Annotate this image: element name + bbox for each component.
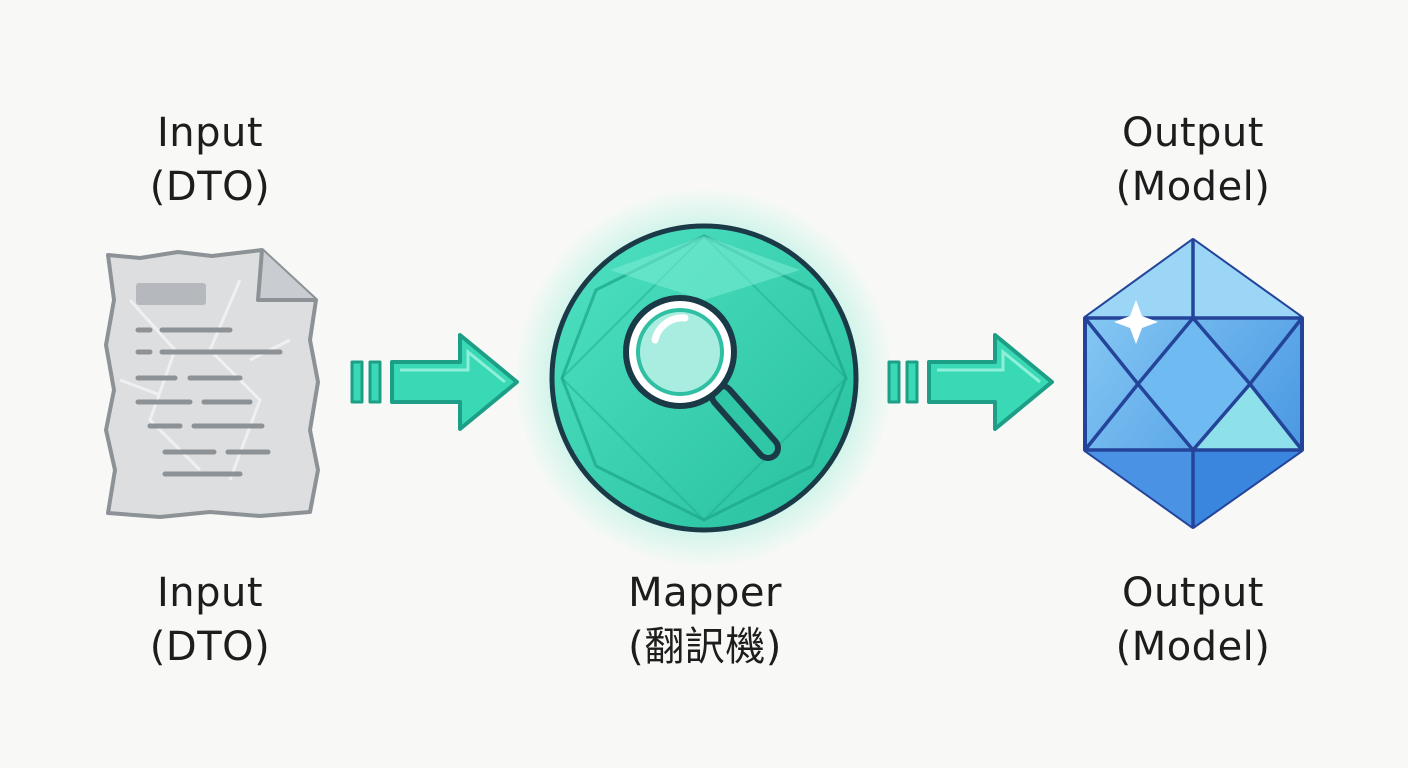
output-caption-line2: (Model) <box>1115 624 1271 670</box>
blue-crystal-icon <box>1083 238 1304 529</box>
mapper-caption: Mapper (翻訳機) <box>565 566 845 674</box>
output-title-line1: Output <box>1122 110 1264 156</box>
input-caption-line2: (DTO) <box>149 624 271 670</box>
crumpled-document-icon <box>104 248 320 519</box>
output-title-line2: (Model) <box>1115 164 1271 210</box>
output-caption-line1: Output <box>1122 570 1264 616</box>
input-dto-caption: Input (DTO) <box>90 566 330 674</box>
mapper-caption-line1: Mapper <box>628 570 782 616</box>
output-model-caption: Output (Model) <box>1073 566 1313 674</box>
input-title-line1: Input <box>156 110 264 156</box>
input-caption-line1: Input <box>156 570 264 616</box>
right-arrow-icon <box>887 333 1054 431</box>
right-arrow-icon <box>350 333 519 431</box>
mapper-caption-line2: (翻訳機) <box>628 624 782 670</box>
output-model-title: Output (Model) <box>1073 106 1313 214</box>
magnifier-gem-icon <box>514 188 894 568</box>
input-dto-title: Input (DTO) <box>90 106 330 214</box>
input-title-line2: (DTO) <box>149 164 271 210</box>
